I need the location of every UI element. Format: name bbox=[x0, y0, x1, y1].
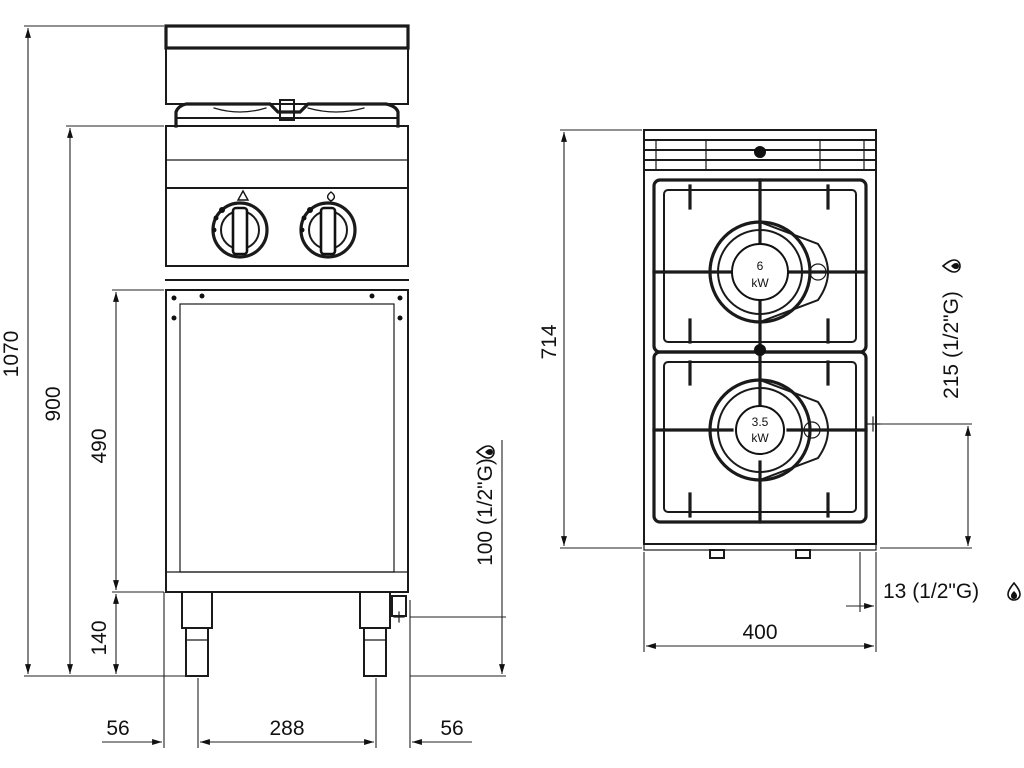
leg-left bbox=[181, 591, 213, 677]
gas-flame-icon bbox=[1007, 582, 1021, 601]
dim-leg-height: 140 bbox=[88, 620, 111, 655]
dim-cabinet-height: 490 bbox=[88, 428, 111, 463]
burner-rear-unit: kW bbox=[751, 276, 769, 290]
backsplash-top bbox=[164, 24, 410, 50]
foot-left bbox=[709, 549, 725, 559]
foot-right bbox=[795, 549, 811, 559]
worktop bbox=[165, 125, 409, 189]
backsplash bbox=[165, 25, 409, 105]
top-extension-lines bbox=[560, 129, 972, 652]
top-backsplash bbox=[643, 129, 877, 171]
dim-gas-inlet-offset: 215 (1/2"G) bbox=[940, 291, 963, 399]
gas-flame-icon bbox=[476, 445, 495, 459]
top-view: 6 kW 3.5 kW bbox=[538, 129, 1021, 652]
leg-right bbox=[359, 591, 391, 677]
dim-offset-left: 56 bbox=[106, 717, 129, 740]
front-grate bbox=[174, 99, 400, 128]
burner-front-power: 3.5 bbox=[752, 415, 769, 429]
dim-leg-span: 288 bbox=[269, 717, 304, 740]
dim-depth: 714 bbox=[538, 324, 561, 359]
dim-bottom-inlet: 13 (1/2"G) bbox=[883, 580, 979, 603]
dim-gas-inlet-height: 100 (1/2"G) bbox=[474, 458, 497, 566]
burner-rear: 6 kW bbox=[708, 220, 829, 324]
front-extension-lines bbox=[24, 25, 506, 748]
dim-width: 400 bbox=[742, 621, 777, 644]
gas-flame-icon bbox=[942, 259, 961, 273]
dim-offset-right: 56 bbox=[440, 717, 463, 740]
burner-front: 3.5 kW bbox=[708, 378, 829, 482]
gas-inlet-fitting bbox=[391, 595, 407, 623]
burner-symbol-icon bbox=[236, 189, 250, 201]
front-view: 1070 900 490 140 100 (1/2"G) 56 288 56 bbox=[0, 24, 506, 748]
dim-total-height: 1070 bbox=[0, 331, 23, 378]
knob-right bbox=[299, 201, 357, 259]
burner-front-unit: kW bbox=[751, 431, 769, 445]
burner-rear-power: 6 bbox=[757, 259, 764, 273]
burner-symbol-icon bbox=[326, 191, 336, 202]
cabinet bbox=[165, 289, 409, 593]
knob-left bbox=[211, 201, 269, 259]
dim-worktop-height: 900 bbox=[42, 386, 65, 421]
control-panel bbox=[165, 187, 409, 267]
